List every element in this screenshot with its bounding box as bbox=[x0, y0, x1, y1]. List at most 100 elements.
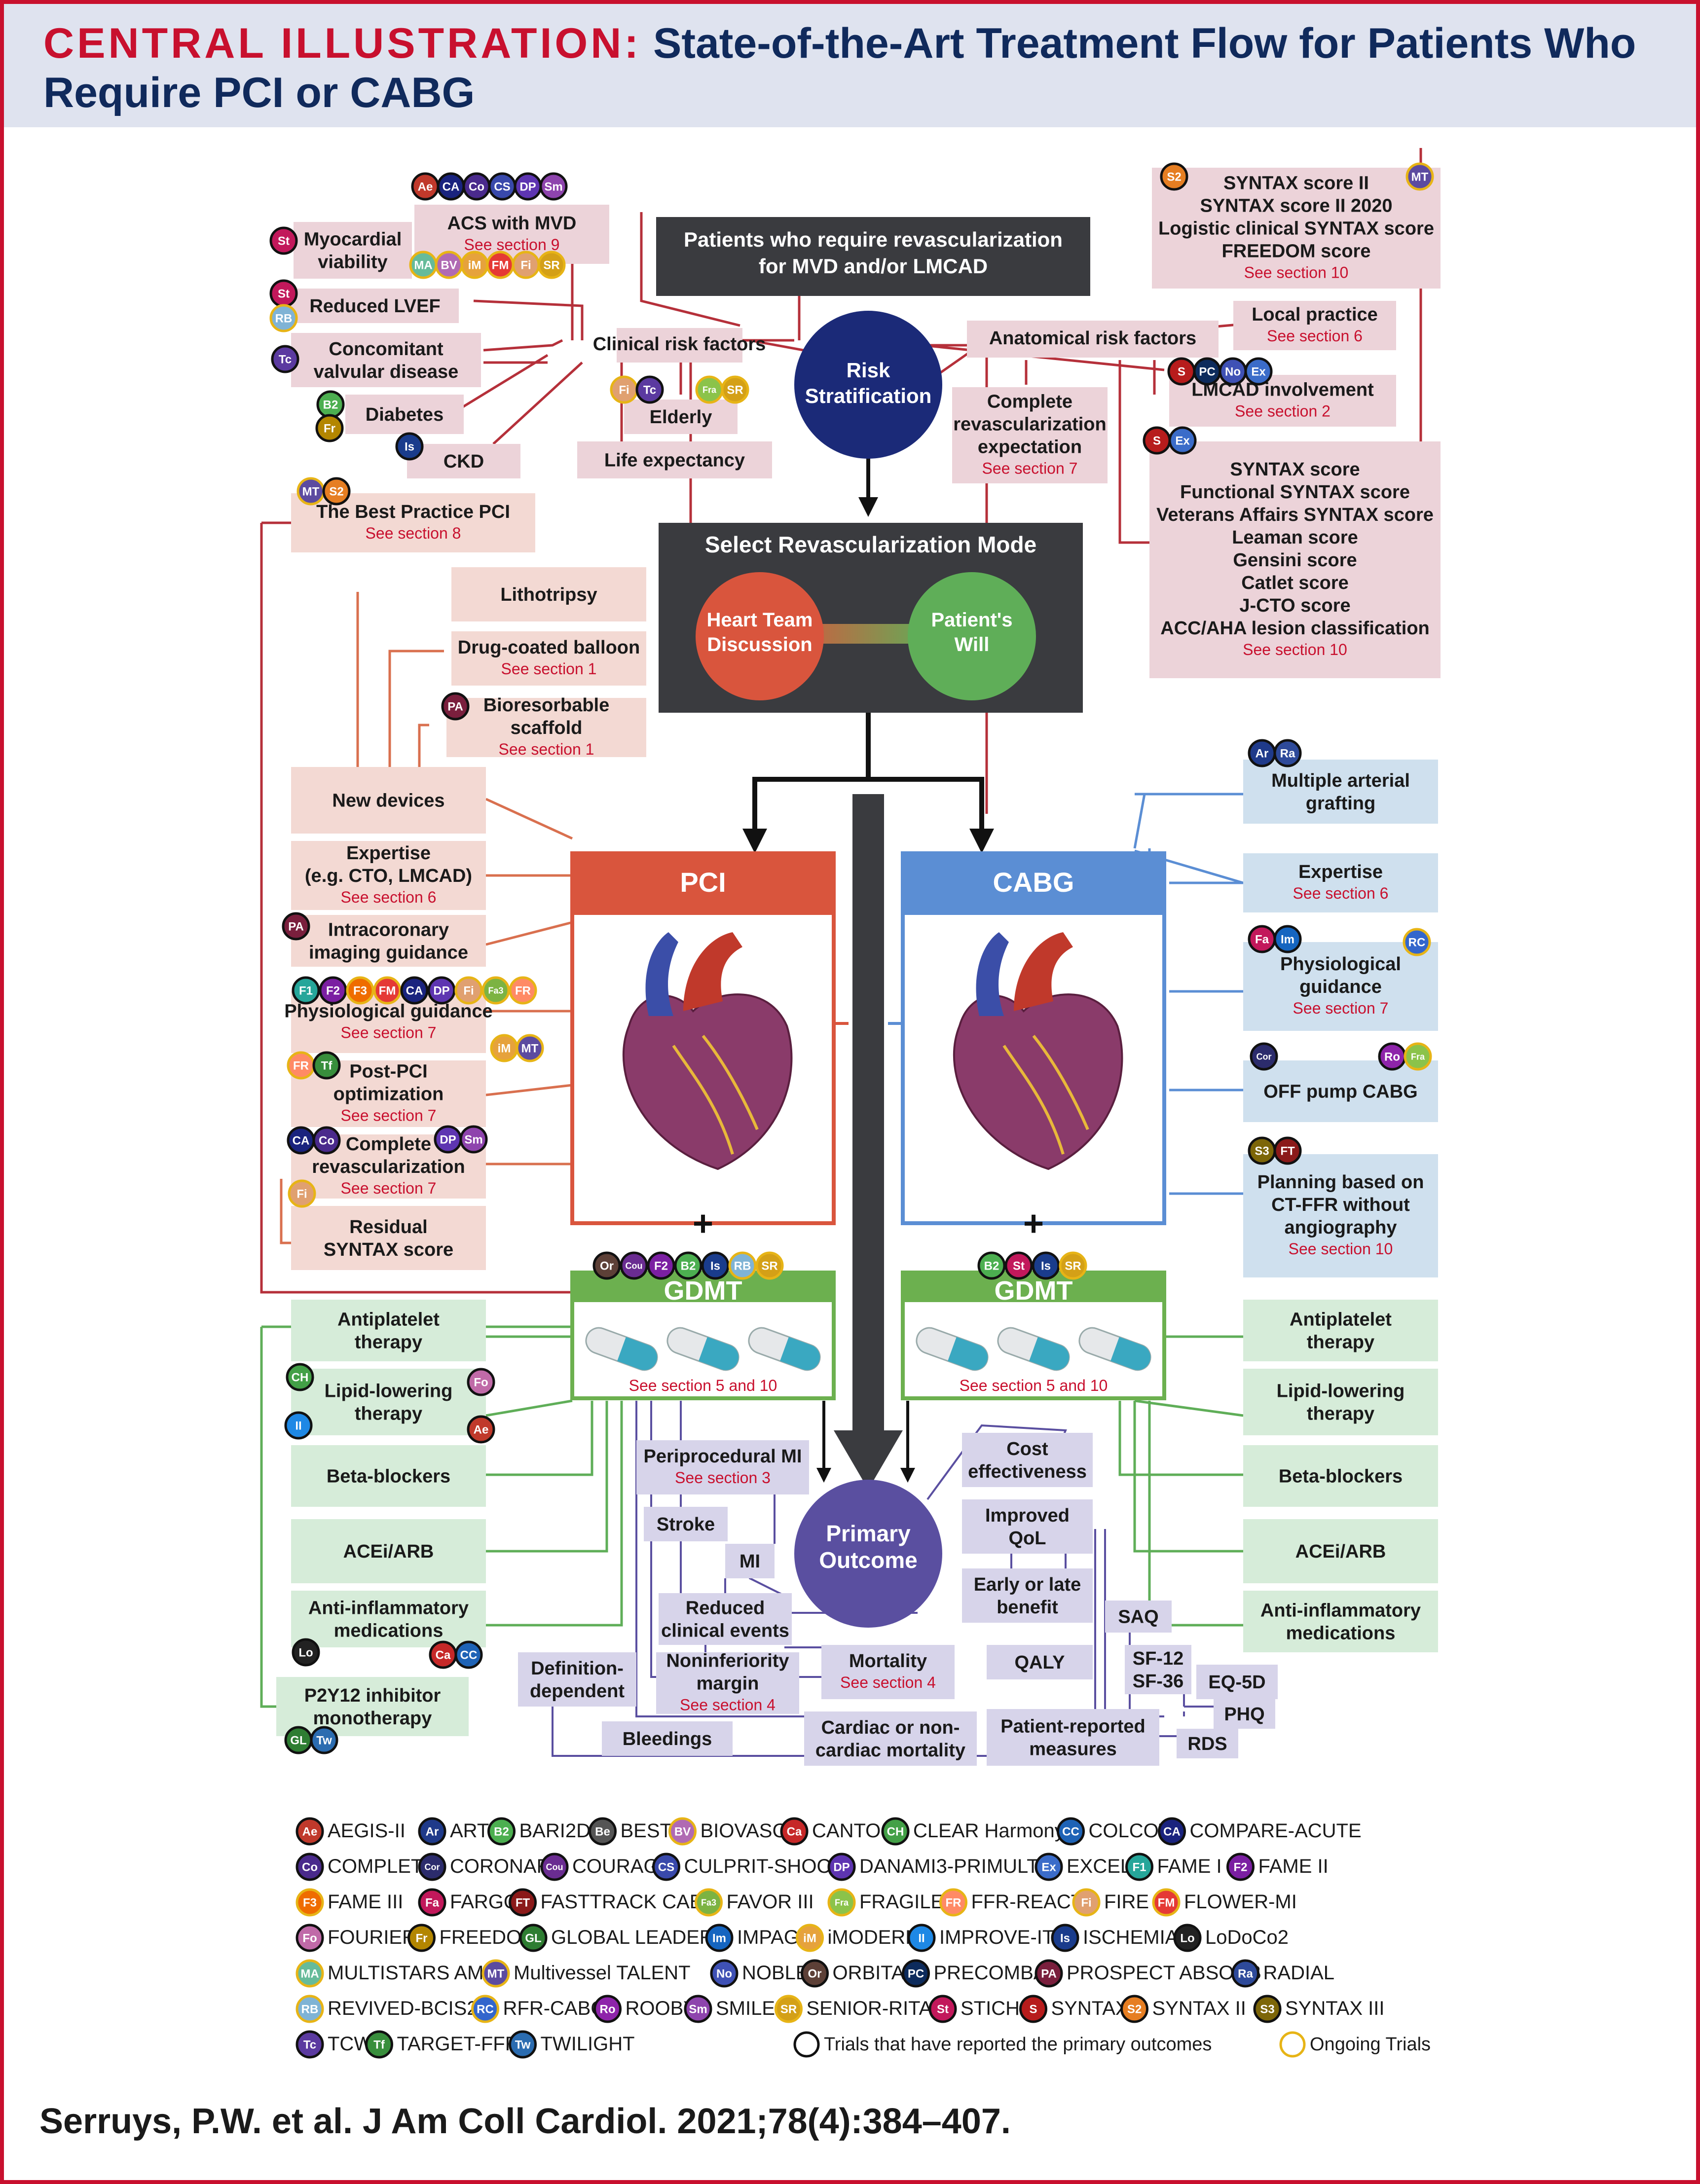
rds-box-text: RDS bbox=[1187, 1734, 1227, 1754]
planning-ct-box-text: angiography bbox=[1284, 1217, 1397, 1238]
trial-badge-text: Ca bbox=[436, 1649, 451, 1662]
legend-label: FIRE bbox=[1104, 1891, 1149, 1913]
cost-effectiveness-box-text: effectiveness bbox=[968, 1461, 1087, 1482]
trial-badge-co bbox=[312, 1126, 341, 1155]
stroke-box bbox=[644, 1507, 728, 1541]
trial-badge-text: F2 bbox=[654, 1260, 668, 1273]
phq-box-text: PHQ bbox=[1224, 1704, 1264, 1725]
legend-label: COLCOT bbox=[1089, 1820, 1171, 1842]
trial-badge-text: SR bbox=[1065, 1260, 1081, 1273]
trial-badge-text: Lo bbox=[1180, 1932, 1194, 1945]
trial-badge-text: MA bbox=[414, 259, 432, 272]
trial-badge-text: SR bbox=[727, 384, 743, 397]
connector-line bbox=[485, 921, 573, 946]
legend-label: BEST bbox=[621, 1820, 672, 1842]
trial-badge-text: RB bbox=[275, 312, 293, 326]
connector-line bbox=[485, 1084, 573, 1096]
elderly-box-text: Elderly bbox=[650, 407, 712, 428]
trial-badge-text: Sm bbox=[544, 181, 562, 194]
mortality-box-text: Mortality bbox=[849, 1651, 927, 1672]
trial-badge-s2 bbox=[322, 477, 351, 506]
legend-label: FAME III bbox=[328, 1891, 403, 1913]
early-late-box-text: benefit bbox=[997, 1597, 1058, 1618]
clinical-risk-box bbox=[617, 328, 742, 363]
trial-badge-be bbox=[589, 1817, 617, 1846]
inflam-left-box bbox=[291, 1591, 486, 1647]
trial-badge-pa bbox=[1035, 1959, 1063, 1988]
cabg-aorta bbox=[1014, 932, 1073, 1011]
cardiac-mortality-box-text: Cardiac or non- bbox=[821, 1717, 960, 1738]
trial-badge-cou bbox=[540, 1853, 569, 1881]
trial-badge-text: FM bbox=[379, 984, 396, 998]
trial-badge-text: S3 bbox=[1255, 1145, 1269, 1158]
connector-line bbox=[483, 339, 563, 352]
trial-badge-text: CC bbox=[1062, 1825, 1079, 1839]
expertise-right-box-text: Expertise bbox=[1298, 862, 1383, 882]
trial-badge-fi bbox=[1072, 1888, 1101, 1917]
trial-badge-text: PA bbox=[288, 920, 304, 934]
residual-syntax-box-text: Residual bbox=[349, 1217, 427, 1238]
trial-badge-ex bbox=[1035, 1853, 1063, 1881]
connector-line bbox=[486, 1401, 608, 1553]
trial-badge-text: Sm bbox=[464, 1133, 482, 1147]
mi-box-text: MI bbox=[739, 1551, 760, 1572]
trial-badge-ca bbox=[780, 1817, 809, 1846]
legend-label: COMPLETE bbox=[328, 1856, 436, 1877]
antiplatelet-right-box bbox=[1243, 1300, 1438, 1361]
inflam-right-box-text: medications bbox=[1286, 1623, 1396, 1643]
legend-label: GLOBAL LEADERS bbox=[551, 1927, 727, 1948]
trial-badge-fa3 bbox=[695, 1888, 723, 1917]
legend-label: RFR-CABG bbox=[503, 1998, 606, 2019]
trial-badge-or bbox=[592, 1251, 621, 1280]
noninferiority-box-ref: See section 4 bbox=[680, 1696, 776, 1713]
trial-badge-co bbox=[296, 1853, 324, 1881]
bleedings-box-text: Bleedings bbox=[623, 1729, 712, 1749]
trial-badge-f3 bbox=[346, 976, 374, 1005]
trial-badge-fra bbox=[1404, 1042, 1432, 1071]
trial-badge-text: FT bbox=[1280, 1145, 1295, 1158]
trial-badge-tf bbox=[312, 1051, 341, 1080]
trial-badge-text: F1 bbox=[1132, 1861, 1146, 1874]
acs-mvd-box-text: ACS with MVD bbox=[447, 213, 577, 234]
valvular-disease-box-text: Concomitant bbox=[329, 339, 443, 360]
trial-badge-text: Fa bbox=[1255, 933, 1269, 946]
periprocedural-box-text: Periprocedural MI bbox=[644, 1446, 802, 1467]
trial-badge-fa bbox=[418, 1888, 446, 1917]
syntax-scores-box-text: Leaman score bbox=[1232, 527, 1358, 548]
myocardial-viability-box bbox=[294, 222, 412, 279]
trial-badge-text: Im bbox=[712, 1932, 726, 1945]
citation: Serruys, P.W. et al. J Am Coll Cardiol. … bbox=[39, 2102, 1011, 2141]
risk-stratification-circle bbox=[794, 311, 942, 459]
legend-label: SENIOR-RITA bbox=[807, 1998, 932, 2019]
trial-badge-cor bbox=[418, 1853, 446, 1881]
valvular-disease-box bbox=[291, 333, 481, 387]
connector-line bbox=[486, 1401, 593, 1476]
connector-line bbox=[1118, 1401, 1243, 1476]
trial-badge-mt bbox=[516, 1034, 544, 1062]
primary-outcome-text: Primary bbox=[826, 1521, 911, 1546]
qaly-box-text: QALY bbox=[1014, 1652, 1065, 1673]
syntax-scores-box-text: J-CTO score bbox=[1239, 595, 1350, 616]
trial-badge-text: Ex bbox=[1175, 435, 1190, 448]
complete-revasc-left-box-text: revascularization bbox=[312, 1157, 465, 1177]
complete-revasc-left-box-ref: See section 7 bbox=[341, 1179, 437, 1197]
physiological-guidance-right-box-text: Physiological bbox=[1280, 954, 1401, 975]
cabg-pill-icon bbox=[916, 1327, 989, 1371]
trial-badge-text: Ra bbox=[1238, 1967, 1253, 1981]
p2y12-box bbox=[276, 1677, 469, 1736]
legend-label: iMODERN bbox=[828, 1927, 920, 1948]
expertise-right-box bbox=[1243, 853, 1438, 912]
trial-badge-pa bbox=[282, 912, 310, 941]
trial-badge-text: FM bbox=[492, 259, 509, 272]
trial-badge-fr bbox=[509, 976, 537, 1005]
trial-badge-b2 bbox=[674, 1251, 702, 1280]
trial-badge-s2 bbox=[1160, 162, 1188, 191]
legend-label: IMPAG bbox=[737, 1927, 799, 1948]
definition-dependent-box bbox=[518, 1652, 636, 1707]
trial-badge-text: Is bbox=[710, 1260, 720, 1273]
pci-gdmt-title: GDMT bbox=[664, 1276, 742, 1306]
trial-badge-ae bbox=[296, 1817, 324, 1846]
dcb-box bbox=[451, 631, 646, 686]
syntax-scores-box-text: SYNTAX score bbox=[1230, 459, 1360, 480]
legend-label: SYNTAX bbox=[1051, 1998, 1129, 2019]
